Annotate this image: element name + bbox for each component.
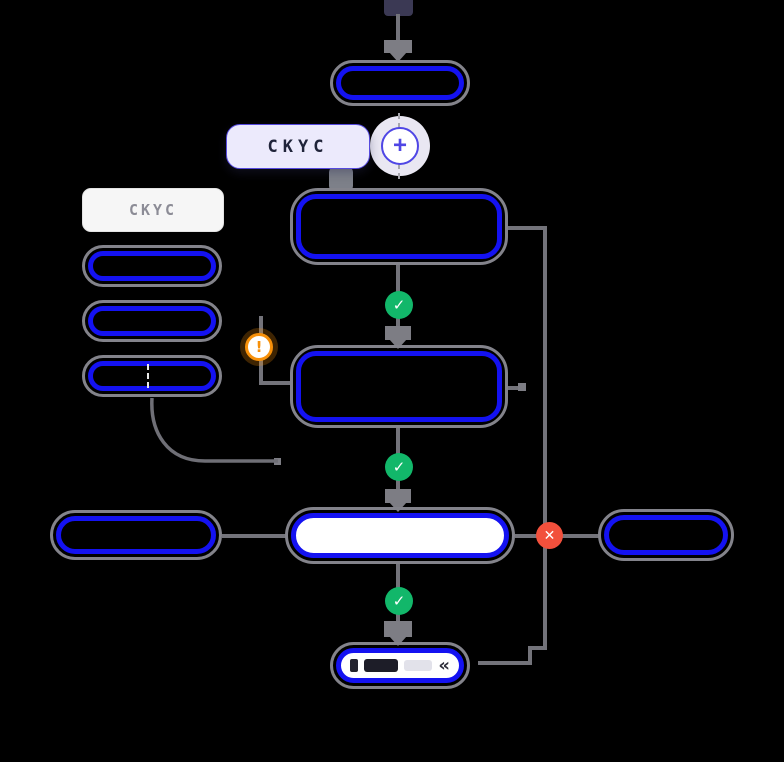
check-icon: ✓ — [392, 592, 406, 610]
obscured-glyph-2 — [364, 659, 398, 672]
process-node-1-body — [296, 194, 502, 259]
error-badge: ✕ — [536, 522, 563, 549]
start-node[interactable] — [330, 60, 470, 106]
success-badge-3: ✓ — [385, 587, 413, 615]
connector-warning-horizontal — [259, 381, 292, 385]
sidebar-node-2-body — [88, 306, 216, 336]
connector-stub-handle — [518, 383, 526, 391]
sidebar-node-1[interactable] — [82, 245, 222, 287]
arrow-marker-3 — [384, 621, 412, 637]
connector-right-into-end — [478, 661, 532, 665]
arrow-marker-2 — [385, 489, 411, 503]
process-node-1[interactable] — [290, 188, 508, 265]
palette-item-ckyc[interactable]: CKYC — [82, 188, 224, 232]
right-node[interactable] — [598, 509, 734, 561]
offscreen-node[interactable] — [384, 0, 413, 16]
close-icon: ✕ — [543, 527, 556, 544]
left-node[interactable] — [50, 510, 222, 560]
sidebar-node-1-body — [88, 251, 216, 281]
connector-right-1 — [508, 226, 547, 230]
success-badge-2: ✓ — [385, 453, 413, 481]
success-badge-1: ✓ — [385, 291, 413, 319]
warning-icon: ! — [255, 338, 263, 356]
arrow-head-3-icon — [389, 636, 407, 646]
connector-right-elbow-1 — [528, 646, 547, 650]
connector-left-row — [222, 534, 288, 538]
right-node-body — [604, 515, 728, 555]
end-node[interactable]: « — [330, 642, 470, 689]
drag-connector-stub — [329, 167, 353, 191]
obscured-glyph-ghost — [403, 660, 433, 671]
end-node-content: « — [341, 653, 459, 678]
plus-icon: + — [392, 132, 407, 159]
sidebar-node-3-body — [88, 361, 216, 391]
process-node-2-body — [296, 351, 502, 422]
text-cursor — [147, 364, 149, 388]
center-node[interactable] — [285, 507, 515, 564]
center-node-body — [291, 513, 509, 558]
arrow-head-top-icon — [389, 52, 407, 62]
arrow-head-1-icon — [389, 339, 407, 349]
sidebar-node-3[interactable] — [82, 355, 222, 397]
sidebar-node-2[interactable] — [82, 300, 222, 342]
connector-right-vertical — [543, 226, 547, 650]
end-node-body: « — [336, 648, 464, 683]
connector-top — [396, 14, 400, 42]
obscured-glyph-1 — [350, 659, 359, 672]
check-icon: ✓ — [392, 458, 406, 476]
arrow-marker-1 — [385, 326, 411, 340]
connector-right-elbow-2 — [528, 646, 532, 664]
check-icon: ✓ — [392, 296, 406, 314]
connector-endpoint-handle — [274, 458, 281, 465]
ckyc-drag-chip[interactable]: CKYC — [226, 124, 370, 169]
double-chevron-left-icon: « — [438, 654, 450, 676]
left-node-body — [56, 516, 216, 554]
add-node-button[interactable]: + — [381, 127, 419, 165]
start-node-body — [336, 66, 464, 100]
warning-badge: ! — [245, 333, 273, 361]
connector-stub-right — [508, 386, 520, 390]
arrow-marker-top — [384, 40, 412, 53]
ckyc-chip-label: CKYC — [267, 136, 329, 157]
process-node-2[interactable] — [290, 345, 508, 428]
palette-item-label: CKYC — [128, 201, 178, 219]
